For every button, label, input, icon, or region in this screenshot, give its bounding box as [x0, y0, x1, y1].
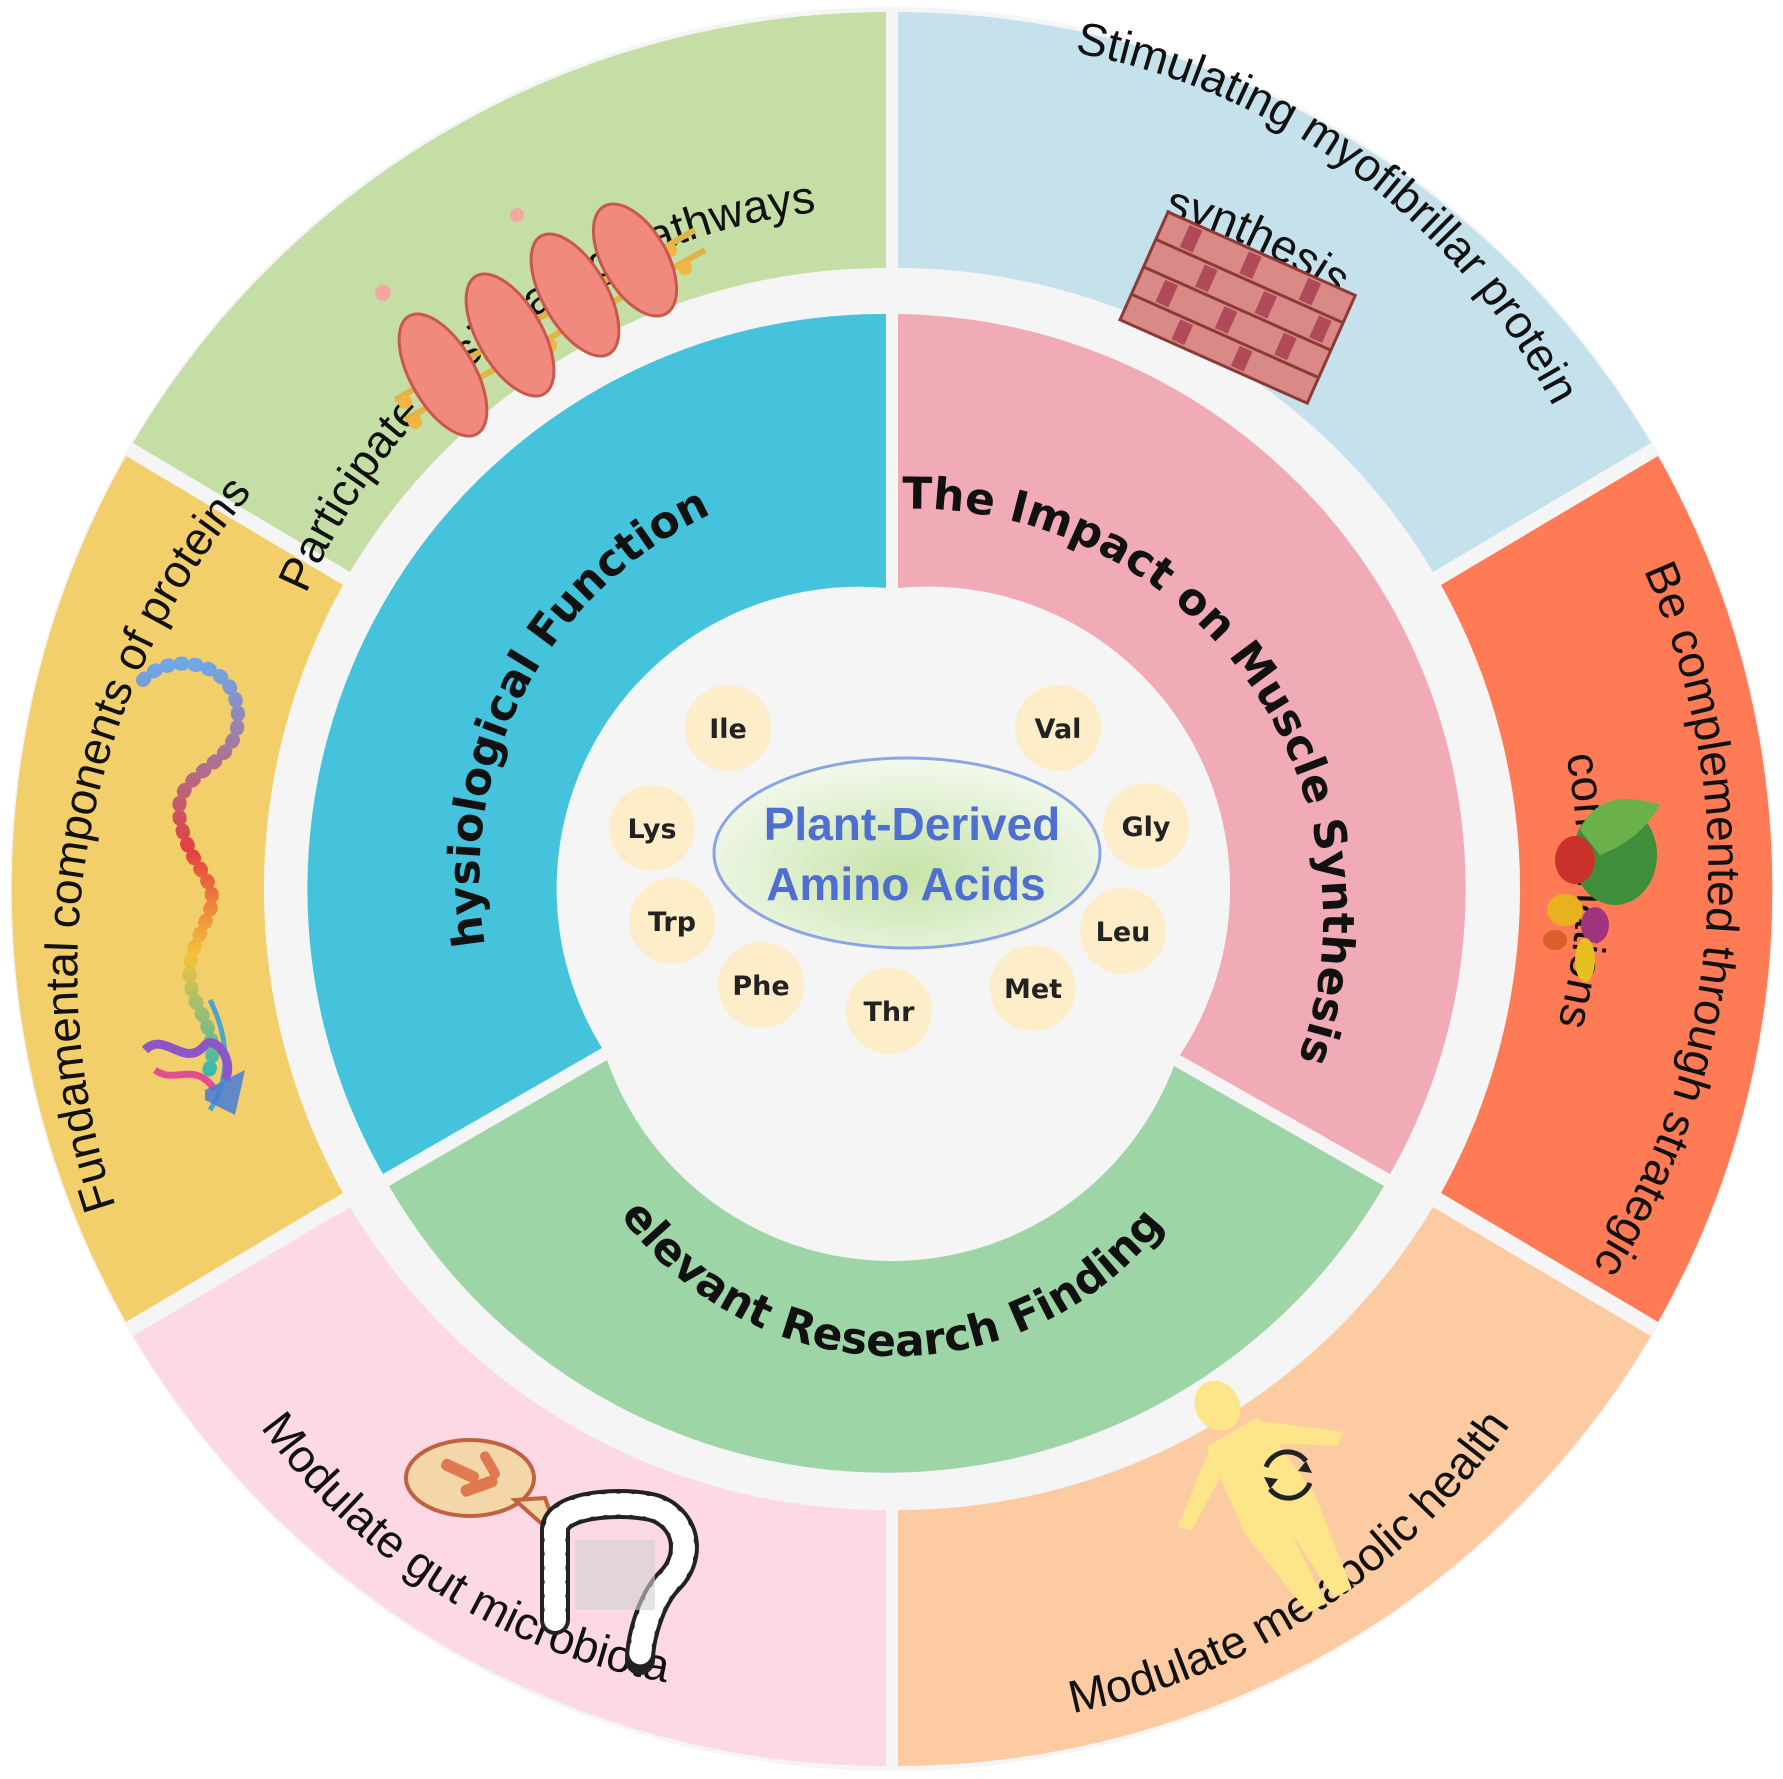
segment-proteins[interactable] [11, 456, 344, 1322]
intestine-icon [404, 1438, 699, 1675]
segment-research[interactable] [389, 1060, 1384, 1473]
amino-acid-leu[interactable]: Leu [1080, 888, 1166, 974]
amino-acid-gly[interactable]: Gly [1103, 783, 1189, 869]
center-title-line2: Amino Acids [766, 858, 1045, 910]
center-title-line1: Plant-Derived [764, 798, 1061, 850]
amino-acid-phe[interactable]: Phe [718, 942, 804, 1028]
amino-acid-lys[interactable]: Lys [609, 785, 695, 871]
amino-acid-ile[interactable]: Ile [685, 685, 771, 771]
cycle-arrows-icon [1263, 1449, 1313, 1501]
amino-acid-trp[interactable]: Trp [629, 878, 715, 964]
svg-text:Met: Met [1004, 974, 1062, 1005]
amino-acid-val[interactable]: Val [1015, 685, 1101, 771]
muscle-fiber-icon [1118, 210, 1358, 406]
svg-text:Phe: Phe [732, 971, 789, 1002]
amino-acid-met[interactable]: Met [990, 945, 1076, 1031]
amino-acid-thr[interactable]: Thr [846, 968, 932, 1054]
svg-text:Trp: Trp [648, 907, 696, 938]
segment-muscle[interactable] [898, 314, 1466, 1174]
inner-ring [307, 313, 1466, 1473]
human-body-icon [1177, 1380, 1352, 1614]
svg-text:Val: Val [1035, 714, 1082, 745]
svg-text:Gly: Gly [1121, 812, 1170, 843]
dna-helix-icon [375, 202, 707, 438]
svg-text:Ile: Ile [709, 714, 747, 745]
svg-text:Thr: Thr [864, 997, 916, 1028]
segment-physiological[interactable] [307, 313, 886, 1174]
center-ellipse [712, 756, 1102, 950]
protein-chain-icon [136, 656, 246, 1115]
vegetables-icon [1543, 798, 1660, 982]
svg-text:Lys: Lys [627, 814, 676, 845]
svg-text:Leu: Leu [1096, 917, 1151, 948]
